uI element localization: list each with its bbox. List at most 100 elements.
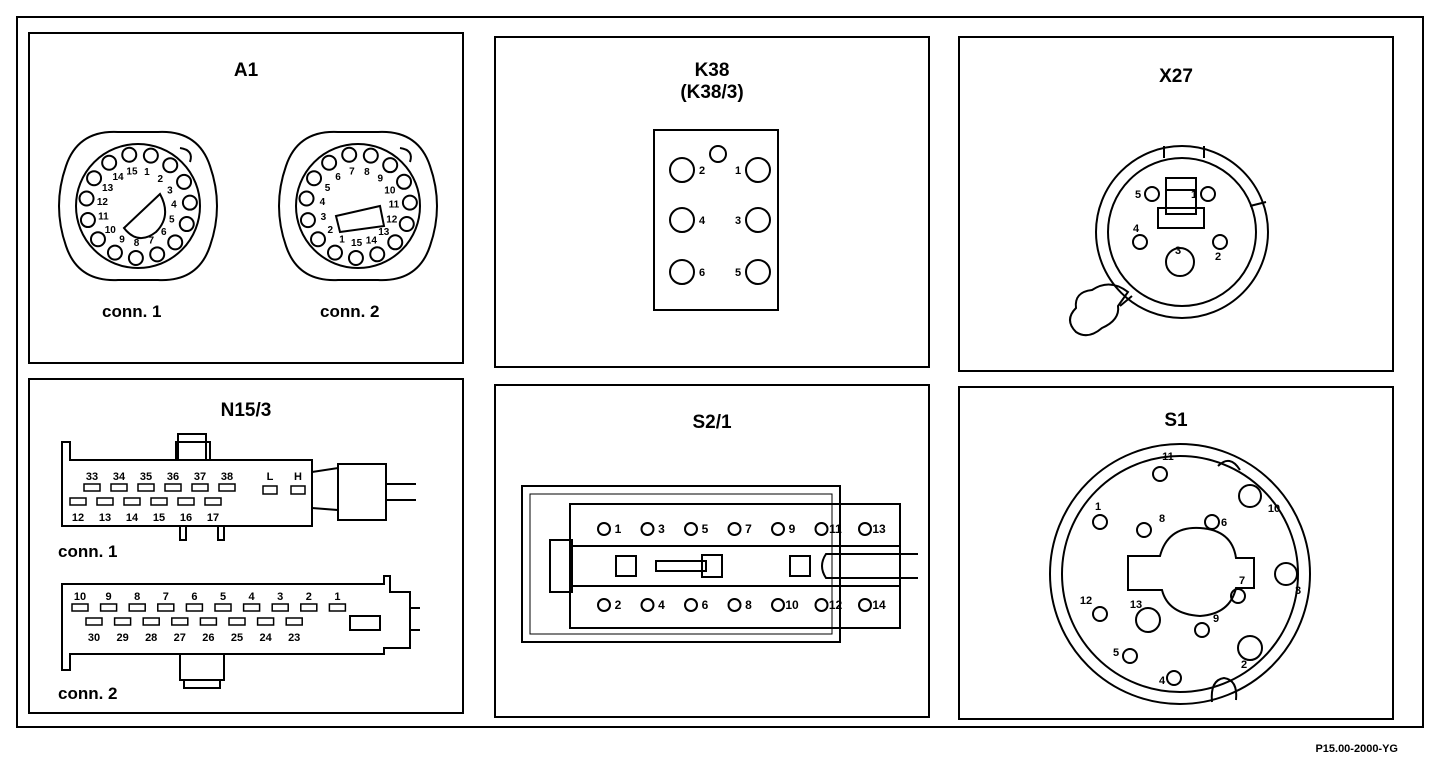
pin-number: 17 [207, 512, 219, 524]
pin-hole [298, 190, 315, 207]
pin-hole [101, 154, 118, 171]
pin-hole [727, 598, 742, 612]
pin-number: 8 [1159, 513, 1165, 525]
pin-number: 1 [334, 591, 340, 603]
pin-hole [1238, 484, 1262, 508]
switch-contact-block [569, 503, 901, 629]
pin-number: 13 [378, 227, 390, 238]
pin-slot [128, 603, 146, 612]
pin-number: 6 [335, 172, 341, 183]
pin-number: 13 [1130, 599, 1142, 611]
connector-key [334, 204, 386, 234]
pin-hole [858, 598, 872, 612]
pin-slot [71, 603, 89, 612]
pin-number: 4 [658, 598, 665, 612]
pin-number: 11 [389, 200, 400, 211]
pin-slot [328, 603, 347, 612]
pin-slot [290, 485, 306, 495]
pin-hole [814, 522, 829, 536]
pin-hole [121, 146, 138, 163]
pin-number: 15 [351, 238, 363, 249]
pin-number: 33 [86, 471, 98, 483]
pin-slot [110, 483, 128, 492]
pin-hole [362, 147, 379, 164]
switch-inner-ring [1061, 455, 1299, 693]
pin-number: 4 [1133, 223, 1140, 235]
pin-number: 2 [1215, 251, 1221, 263]
pin-hole [387, 234, 404, 251]
pin-number: 6 [699, 267, 705, 279]
pin-hole [1122, 648, 1138, 664]
pin-number: 1 [339, 234, 345, 245]
panel-subtitle: (K38/3) [680, 82, 744, 103]
panel-title: A1 [233, 60, 259, 81]
pin-number: 29 [116, 632, 128, 644]
switch-center-cutout [1127, 526, 1255, 618]
pin-number: 8 [134, 238, 140, 249]
panel-title: S1 [1164, 410, 1188, 431]
pin-hole [1135, 607, 1161, 633]
pin-number: 25 [231, 632, 243, 644]
pin-hole [745, 259, 771, 285]
pin-number: 12 [72, 512, 84, 524]
pin-hole [1194, 622, 1210, 638]
pin-hole [1165, 247, 1195, 277]
pin-number: 10 [74, 591, 86, 603]
pin-slot [271, 603, 289, 612]
pin-hole [858, 522, 872, 536]
pin-number: 9 [106, 591, 112, 603]
pin-hole [727, 522, 742, 536]
pin-slot [113, 617, 132, 626]
pin-hole [745, 207, 771, 233]
pin-number: 12 [829, 598, 843, 612]
drawing-reference: P15.00-2000-YG [1315, 743, 1398, 755]
pin-number: 14 [112, 172, 124, 183]
pin-number: 5 [1135, 189, 1141, 201]
pin-hole [1237, 635, 1263, 661]
relay-body [653, 129, 779, 311]
pin-number: 6 [1221, 517, 1227, 529]
pin-number: 5 [325, 183, 331, 194]
pin-hole [1274, 562, 1298, 586]
pin-number: 10 [105, 225, 117, 236]
pin-number: 5 [702, 522, 709, 536]
pin-number: 7 [745, 522, 752, 536]
pin-hole [310, 231, 327, 248]
pin-slot [99, 603, 118, 612]
pin-number: 8 [134, 591, 140, 603]
pin-hole [181, 194, 198, 211]
pin-number: 7 [1239, 575, 1245, 587]
key-block [1165, 177, 1197, 215]
pin-number: 1 [615, 522, 622, 536]
pin-number: 1 [1095, 501, 1101, 513]
pin-hole [299, 212, 316, 229]
pin-number: 3 [321, 212, 327, 223]
pin-hole [1144, 186, 1160, 202]
pin-number: 4 [249, 591, 256, 603]
pin-slot [191, 483, 209, 492]
socket-outer-ring [1095, 145, 1269, 319]
pin-hole [814, 598, 829, 612]
pin-hole [771, 598, 785, 612]
pin-number: 12 [386, 214, 398, 225]
pin-number: 14 [872, 598, 886, 612]
connector-label: conn. 1 [102, 302, 162, 321]
pin-hole [684, 598, 698, 612]
pin-hole [1092, 514, 1108, 530]
pin-hole [1230, 588, 1246, 604]
pin-hole [398, 216, 415, 233]
pin-number: 16 [180, 512, 192, 524]
pin-hole [78, 190, 95, 207]
pin-hole [106, 244, 123, 261]
pin-hole [341, 146, 358, 163]
pin-hole [347, 249, 364, 266]
pin-number: 8 [364, 167, 370, 178]
